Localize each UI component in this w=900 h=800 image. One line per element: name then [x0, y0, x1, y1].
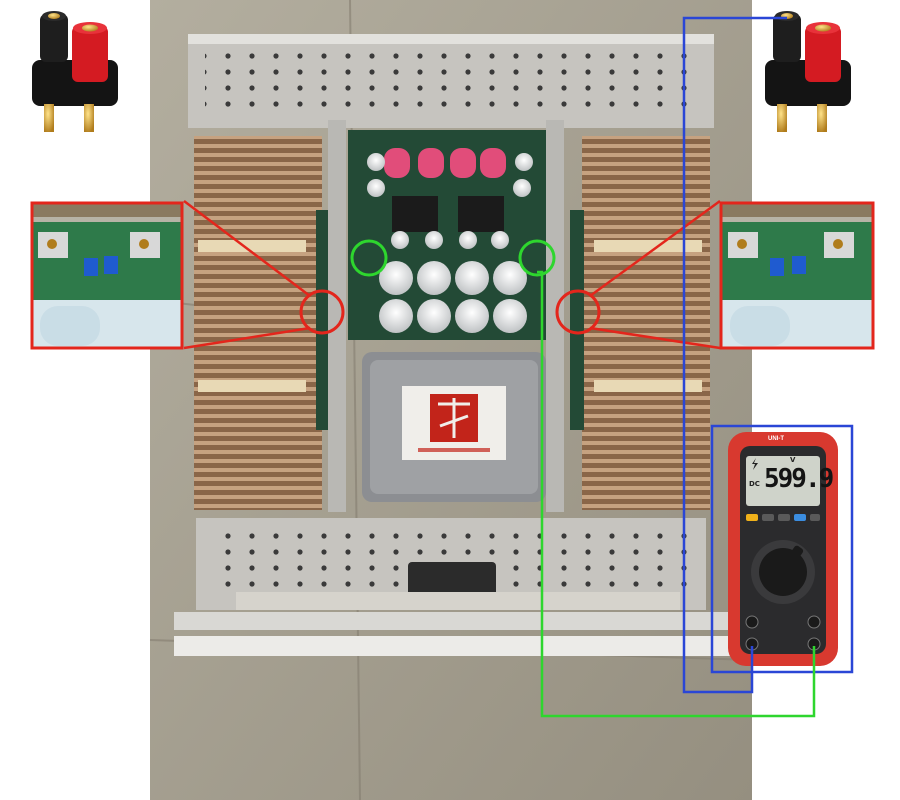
foot-pad	[408, 562, 496, 598]
heatsink-right	[582, 136, 710, 510]
amp-board-right	[570, 210, 584, 430]
green-probe-wire	[537, 270, 816, 718]
measure-point-left-marker	[350, 239, 388, 277]
power-supply-board	[348, 130, 546, 340]
lcd-unit: V	[790, 456, 796, 464]
callout-lines	[183, 199, 721, 350]
filter-capacitors-top	[367, 148, 533, 197]
reservoir-capacitors	[379, 261, 527, 333]
lcd-screen	[746, 456, 820, 506]
regulator-heatsink-left	[392, 196, 438, 232]
zoom-inset-left	[30, 201, 184, 350]
amplifier-chassis	[174, 34, 734, 656]
measure-point-right-marker	[518, 239, 556, 277]
side-rail-right	[546, 120, 564, 512]
zoom-inset-right	[719, 201, 875, 350]
lightning-icon	[752, 458, 758, 470]
lcd-mode: DC	[749, 480, 760, 488]
multimeter-brand-label: UNI-T	[768, 436, 784, 442]
transformer-cover	[362, 352, 546, 502]
trimmer-pot-icon	[84, 258, 98, 276]
blue-probe-wire	[682, 16, 787, 694]
digital-multimeter	[710, 424, 854, 674]
regulator-heatsink-right	[458, 196, 504, 232]
binding-post-terminal-icon	[32, 11, 118, 132]
function-buttons	[746, 514, 820, 521]
bias-trimmer-left-marker	[299, 289, 345, 335]
small-capacitors	[391, 231, 509, 249]
bias-trimmer-right-marker	[555, 289, 601, 335]
binding-post-terminal-icon	[765, 11, 851, 132]
lcd-reading: 599.9	[764, 464, 834, 494]
side-rail-left	[328, 120, 346, 512]
trimmer-pot-icon	[770, 258, 784, 276]
multimeter-frame	[710, 424, 854, 674]
heatsink-left	[194, 136, 322, 510]
probe-jack-icon	[745, 615, 821, 651]
amp-board-left	[316, 210, 330, 430]
